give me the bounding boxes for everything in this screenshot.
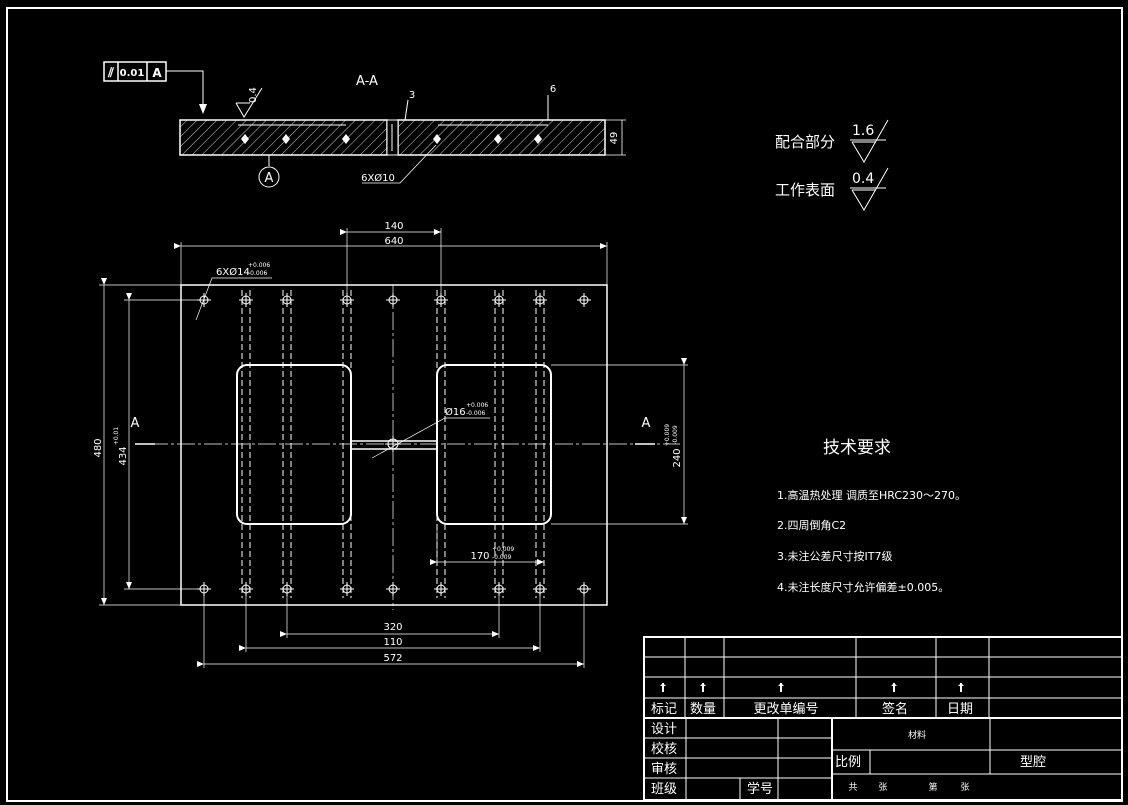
left-dimensions bbox=[99, 278, 204, 606]
tech-req-item-1: 1.高温热处理 调质至HRC230～270。 bbox=[777, 488, 966, 502]
dim-170: 170 bbox=[470, 551, 489, 562]
center-tol-up: +0.006 bbox=[466, 402, 488, 409]
section-plate-right bbox=[397, 119, 606, 156]
revision-marks bbox=[660, 683, 964, 692]
center-lines bbox=[150, 285, 680, 610]
section-label-6: 6 bbox=[550, 84, 556, 95]
dim-240-tol-down: -0.009 bbox=[672, 425, 679, 445]
page-label: 第 bbox=[928, 781, 937, 793]
roughness-label-2: 工作表面 bbox=[775, 181, 835, 199]
runner bbox=[350, 440, 438, 450]
cavity-right bbox=[436, 364, 552, 525]
dim-110: 110 bbox=[383, 637, 402, 648]
section-mark-right: A bbox=[642, 416, 651, 431]
right-dimensions bbox=[551, 358, 688, 525]
scale-label: 比例 bbox=[835, 755, 861, 770]
plan-outline bbox=[180, 284, 608, 606]
rev-header-date: 日期 bbox=[947, 702, 973, 717]
row-class: 班级 bbox=[651, 782, 677, 797]
roughness-label-1: 配合部分 bbox=[775, 133, 835, 151]
dim-572: 572 bbox=[383, 653, 402, 664]
sheet-label-2: 张 bbox=[960, 782, 969, 793]
section-mark-left: A bbox=[131, 416, 140, 431]
roughness-value-2: 0.4 bbox=[852, 171, 874, 187]
dim-320: 320 bbox=[383, 622, 402, 633]
rev-header-sign: 签名 bbox=[882, 701, 908, 717]
roughness-legend: 配合部分 1.6 工作表面 0.4 bbox=[775, 119, 889, 211]
section-roughness-value: 0.4 bbox=[248, 87, 259, 103]
bottom-dimensions bbox=[197, 596, 585, 668]
drawing-border bbox=[6, 7, 1123, 802]
center-callout: Ø16 bbox=[445, 406, 466, 418]
tech-req-item-3: 3.未注公差尺寸按IT7级 bbox=[777, 549, 892, 563]
section-holes-label: 6XØ10 bbox=[361, 172, 395, 184]
section-label-3: 3 bbox=[409, 90, 415, 101]
fcf-tolerance: 0.01 bbox=[120, 68, 145, 79]
row-check: 校核 bbox=[651, 741, 677, 757]
total-label: 共 bbox=[848, 782, 857, 793]
holes-tol-up: +0.006 bbox=[248, 262, 270, 269]
part-name: 型腔 bbox=[1020, 755, 1046, 770]
row-review: 审核 bbox=[651, 762, 677, 777]
section-thickness: 49 bbox=[609, 132, 620, 145]
center-tol-down: -0.006 bbox=[466, 410, 486, 417]
dim-140: 140 bbox=[384, 221, 403, 232]
technical-requirements: 技术要求 1.高温热处理 调质至HRC230～270。 2.四周倒角C2 3.未… bbox=[777, 438, 966, 594]
title-block bbox=[643, 636, 1123, 801]
dim-434: 434 bbox=[118, 446, 129, 465]
holes-callout: 6XØ14 bbox=[216, 266, 250, 278]
roughness-value-1: 1.6 bbox=[852, 123, 874, 139]
fcf-symbol: ⫽ bbox=[107, 66, 114, 81]
datum-circle bbox=[258, 166, 280, 188]
dim-170-lines bbox=[430, 524, 544, 566]
tech-req-item-4: 4.未注长度尺寸允许偏差±0.005。 bbox=[777, 580, 949, 594]
dim-170-tol-up: +0.009 bbox=[492, 546, 514, 553]
dim-480: 480 bbox=[93, 438, 104, 457]
title-block-text: 标记 数量 更改单编号 签名 日期 设计 校核 审核 班级 学号 材料 比例 型… bbox=[651, 701, 1046, 797]
fcf-datum: A bbox=[152, 66, 162, 80]
section-view: ⫽ 0.01 A A-A 0.4 3 bbox=[103, 61, 626, 188]
dim-240-tol-up: +0.009 bbox=[664, 424, 671, 446]
tech-req-title: 技术要求 bbox=[823, 438, 891, 458]
dim-640: 640 bbox=[384, 236, 403, 247]
section-title: A-A bbox=[356, 74, 378, 89]
rev-header-change: 更改单编号 bbox=[753, 702, 818, 717]
dim-240: 240 bbox=[672, 448, 683, 467]
datum-label: A bbox=[265, 171, 274, 186]
cooling-channels bbox=[241, 290, 545, 598]
plan-view: A A 140 640 6XØ14 +0.006 -0.006 Ø16 +0.0… bbox=[93, 221, 688, 668]
holes-tol-down: -0.006 bbox=[248, 270, 268, 277]
material-label: 材料 bbox=[908, 729, 926, 741]
tech-req-item-2: 2.四周倒角C2 bbox=[777, 519, 846, 532]
rev-header-qty: 数量 bbox=[690, 702, 716, 717]
row-design: 设计 bbox=[651, 722, 677, 737]
dim-170-tol-down: -0.009 bbox=[492, 554, 512, 561]
feature-control-frame: ⫽ 0.01 A bbox=[103, 61, 207, 114]
sheet-label: 张 bbox=[878, 782, 887, 793]
rev-header-mark: 标记 bbox=[651, 702, 677, 717]
plan-holes bbox=[197, 293, 591, 596]
section-hole-markers bbox=[241, 134, 542, 144]
section-roughness-symbol: 0.4 bbox=[235, 87, 263, 118]
top-dimensions bbox=[174, 228, 608, 295]
dim-434-tol: +0.01 bbox=[113, 427, 120, 446]
student-no-label: 学号 bbox=[747, 781, 773, 797]
cavity-left bbox=[236, 364, 352, 525]
